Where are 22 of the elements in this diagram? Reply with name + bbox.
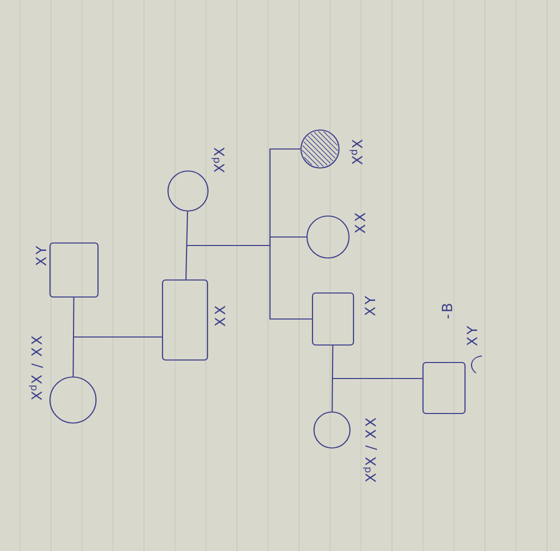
- pedigree-square: [312, 292, 354, 346]
- pedigree-square: [422, 362, 466, 414]
- genotype-label: XX: [354, 212, 366, 234]
- connector-line: [185, 148, 312, 320]
- genotype-label: -B: [442, 304, 452, 318]
- genotype-label: XY: [36, 246, 46, 266]
- pedigree-circle: [313, 411, 351, 449]
- genotype-label: X$^{d}$X / XX: [363, 418, 377, 482]
- genotype-label: X$^{d}$X: [212, 147, 224, 173]
- pedigree-square: [49, 242, 99, 298]
- pedigree-circle: [49, 376, 97, 424]
- connector-line: [72, 298, 162, 376]
- genotype-label: X$^{d}$X / XX: [29, 336, 43, 400]
- connector-line: [332, 346, 422, 412]
- pedigree-circle: [167, 170, 209, 212]
- genotype-label: XY: [466, 326, 478, 346]
- genotype-label: XX: [214, 306, 226, 326]
- shaded-circle: [300, 129, 340, 169]
- genotype-label: X$^{d}$X: [350, 139, 362, 165]
- pedigree-square: [162, 279, 208, 361]
- pedigree-circle: [306, 215, 350, 259]
- genotype-label: XY: [364, 296, 376, 316]
